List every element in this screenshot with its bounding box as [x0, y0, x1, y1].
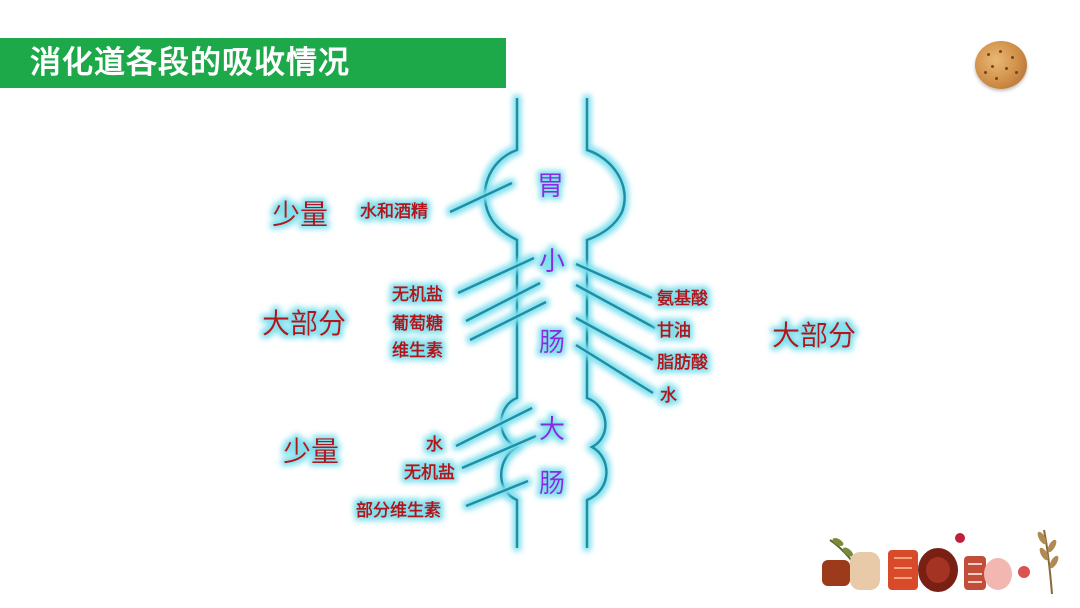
small-intestine-right-item: 甘油	[657, 320, 691, 341]
large-intestine-item: 无机盐	[403, 462, 455, 483]
slide-title: 消化道各段的吸收情况	[30, 45, 350, 81]
small-intestine-right-item: 脂肪酸	[657, 352, 709, 373]
title-bar: 消化道各段的吸收情况	[0, 38, 506, 88]
organ-small-intestine-2: 肠	[539, 328, 565, 358]
small-intestine-right-amount: 大部分	[772, 319, 856, 352]
connector-lines	[449, 181, 656, 508]
wheat-icon	[1037, 529, 1059, 595]
organ-stomach: 胃	[537, 171, 564, 202]
large-intestine-amount: 少量	[283, 435, 339, 468]
food-decoration-image	[822, 529, 1059, 595]
chicken-icon	[850, 552, 880, 590]
organ-large-intestine-1: 大	[539, 415, 565, 445]
small-intestine-left-item: 无机盐	[391, 284, 443, 305]
stomach-amount: 少量	[272, 198, 328, 231]
large-intestine-item: 部分维生素	[356, 500, 441, 521]
small-intestine-left-amount: 大部分	[262, 307, 346, 340]
organ-small-intestine-1: 小	[539, 247, 565, 277]
cherry-icon	[955, 533, 965, 543]
small-intestine-left-item: 葡萄糖	[391, 313, 443, 334]
cracker-image	[975, 41, 1027, 89]
salmon-icon	[888, 550, 918, 590]
stomach-item: 水和酒精	[360, 201, 428, 222]
tract-outline	[483, 98, 626, 548]
ham-icon	[984, 558, 1012, 590]
organ-large-intestine-2: 肠	[539, 469, 565, 499]
small-intestine-right-item: 氨基酸	[657, 288, 709, 309]
small-intestine-right-item: 水	[660, 385, 678, 406]
small-intestine-left-item: 维生素	[392, 340, 443, 361]
meat-icon	[822, 560, 850, 586]
sausage-icon	[1018, 566, 1030, 578]
large-intestine-item: 水	[426, 434, 444, 455]
